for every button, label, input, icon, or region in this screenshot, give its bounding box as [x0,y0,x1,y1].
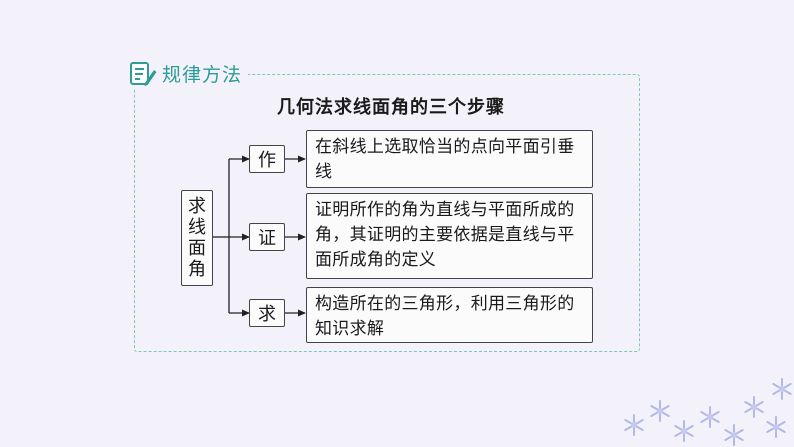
diagram-title: 几何法求线面角的三个步骤 [277,97,505,118]
step-text-qiu: 构造所在的三角形，利用三角形的知识求解 [306,287,593,343]
root-char: 求 [188,196,206,217]
step-label-zuo: 作 [249,145,285,173]
step-text-zheng: 证明所作的角为直线与平面所成的角，其证明的主要依据是直线与平面所成角的定义 [306,193,593,279]
notes-pencil-icon [130,62,157,86]
root-char: 面 [188,238,206,259]
root-char: 角 [188,259,206,280]
step-label-zheng: 证 [249,223,285,251]
step-text-zuo: 在斜线上选取恰当的点向平面引垂线 [306,130,593,188]
section-tag: 规律方法 [128,58,249,88]
root-char: 线 [188,217,206,238]
method-panel [134,74,640,352]
section-label: 规律方法 [162,63,243,86]
step-label-qiu: 求 [249,299,285,327]
root-box-qiu-xian-mian-jiao: 求 线 面 角 [181,190,213,286]
snowflake-decoration-icon [624,378,792,446]
